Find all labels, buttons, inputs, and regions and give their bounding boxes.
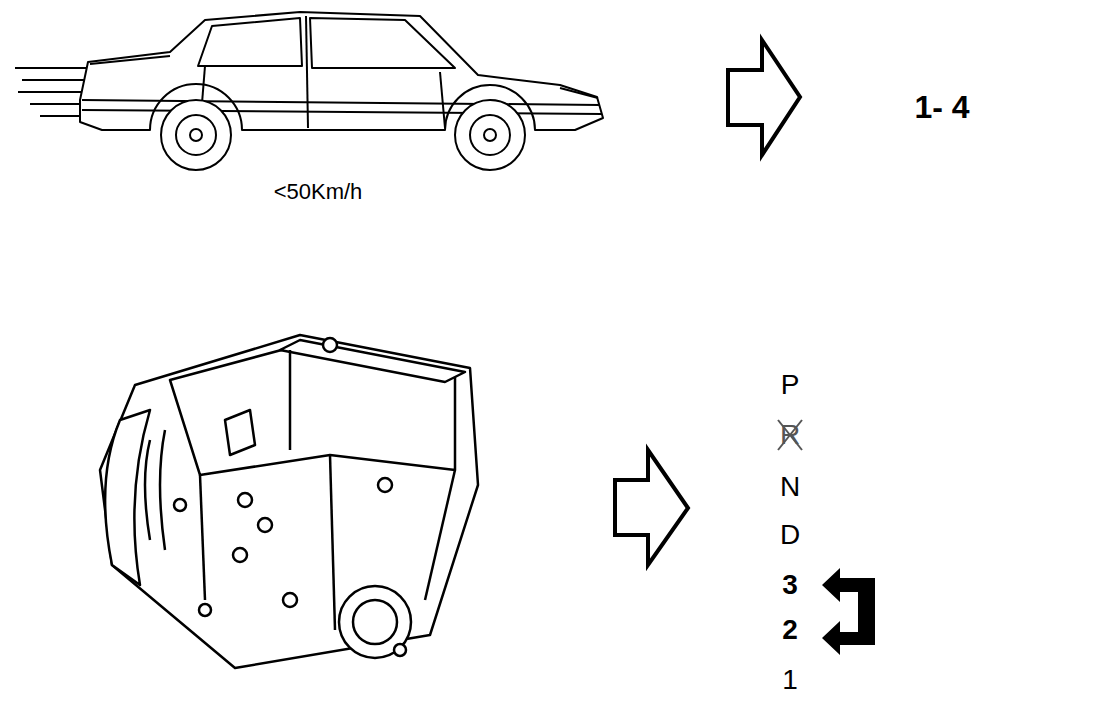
- selector-position: 2: [782, 616, 798, 644]
- selector-position: R: [780, 421, 800, 449]
- selector-position: 3: [782, 571, 798, 599]
- transmission-illustration: [100, 335, 478, 668]
- selector-position: P: [781, 371, 800, 399]
- selector-position: 1: [782, 666, 798, 694]
- hollow-arrow: [615, 40, 800, 565]
- car-illustration: [15, 12, 603, 170]
- speed-label: <50Km/h: [274, 181, 363, 203]
- shift-arrow: [822, 568, 875, 655]
- selector-position: N: [780, 473, 800, 501]
- gear-range: 1- 4: [914, 91, 969, 123]
- selector-position: D: [780, 521, 800, 549]
- cross-out-mark: [778, 420, 802, 450]
